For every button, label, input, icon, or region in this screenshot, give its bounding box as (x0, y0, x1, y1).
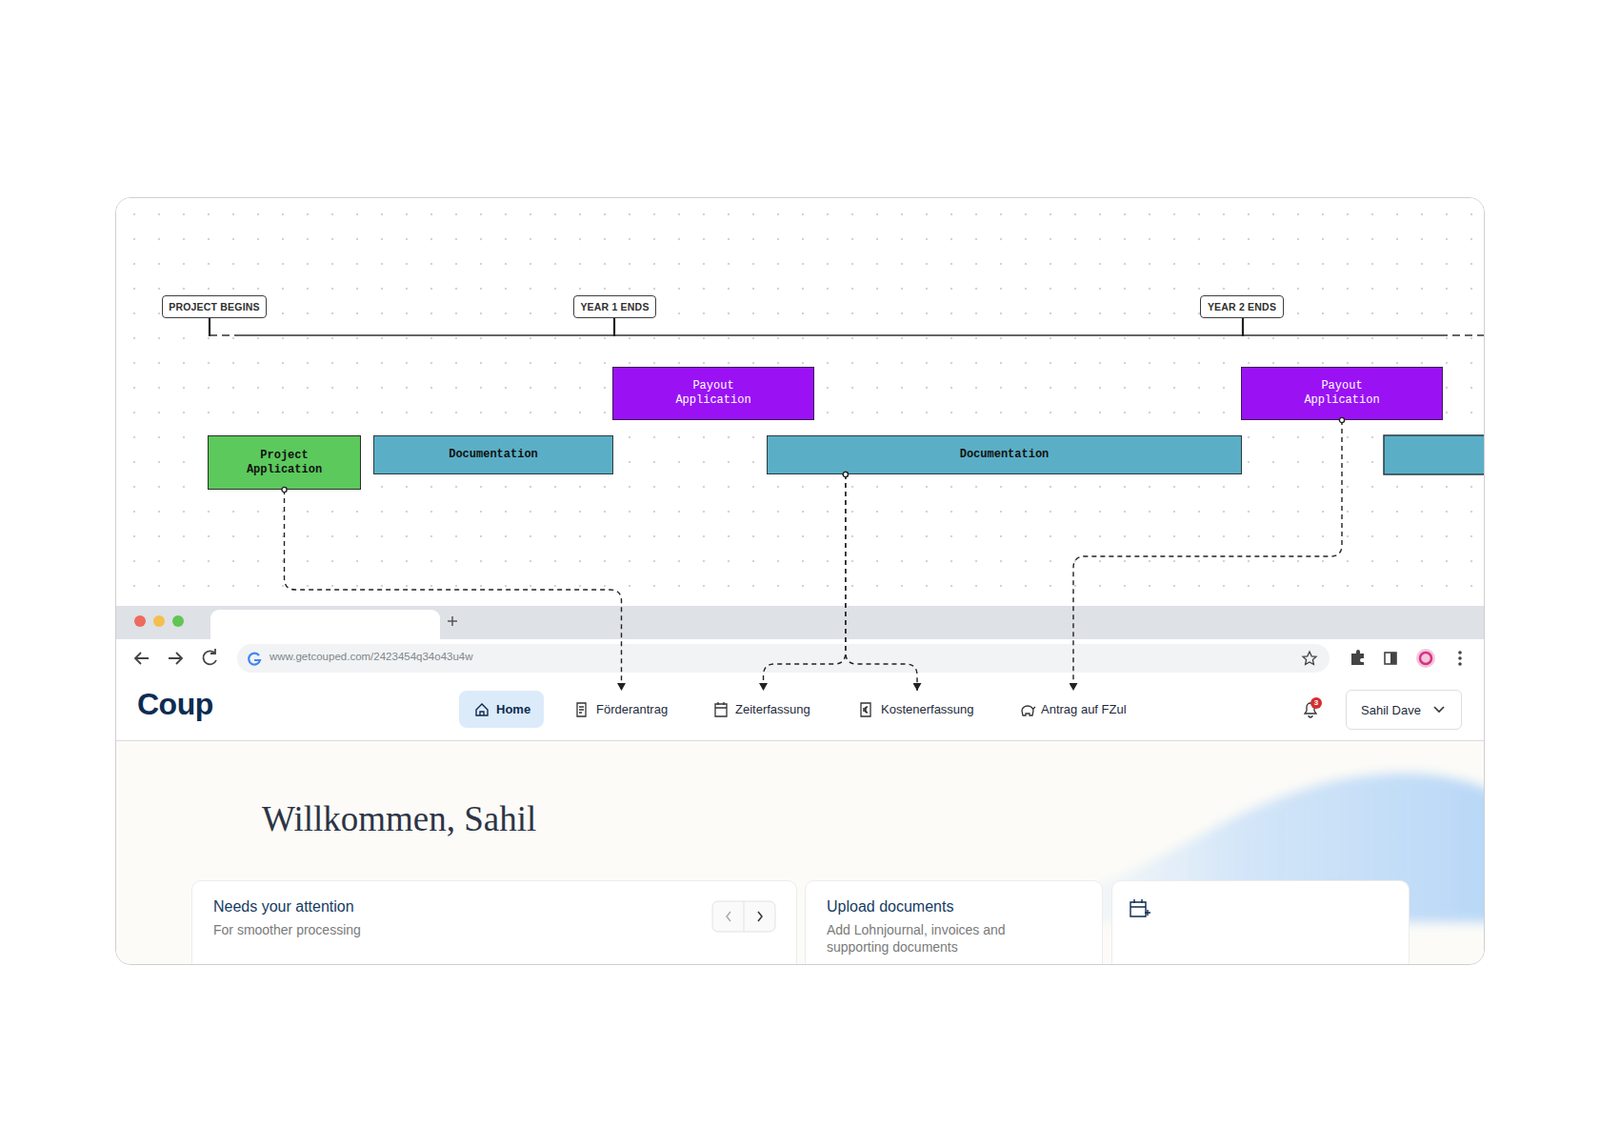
application-box: Project Application (207, 435, 361, 490)
cost-icon (860, 702, 871, 717)
back-icon (135, 652, 149, 664)
dashed-connector (763, 474, 846, 691)
pager-divider (743, 900, 745, 932)
screenshot-frame: PROJECT BEGINS YEAR 1 ENDS YEAR 2 ENDS Payo… (115, 197, 1485, 965)
sidepanel-icon (1384, 652, 1397, 664)
box-label: Documentation (960, 447, 1050, 462)
star-icon (1302, 651, 1317, 665)
window-dot (172, 615, 184, 627)
box-label: YEAR 1 ENDS (580, 300, 649, 313)
url-text: www.getcouped.com/2423454q34o43u4w (269, 650, 474, 662)
user-menu: Sahil Dave (1345, 689, 1462, 730)
calendar-add-icon (1130, 899, 1151, 917)
documentation-bar: Documentation (766, 435, 1242, 475)
window-dot (134, 615, 146, 627)
reload-icon (203, 648, 217, 664)
box-label: Sahil Dave (1360, 702, 1421, 718)
pager-buttons (712, 900, 776, 932)
ui-icons (116, 198, 1485, 965)
milestone-tag: PROJECT BEGINS (161, 295, 267, 319)
dashed-connector (284, 489, 622, 691)
box-label: Payout Application (1300, 379, 1383, 408)
home-icon (476, 703, 488, 716)
forward-icon (168, 652, 182, 664)
form-icon (577, 702, 586, 717)
dashboard-card (1111, 880, 1410, 965)
box-label: Förderantrag (596, 701, 668, 717)
dashboard-card: Upload documentsAdd Lohnjournal, invoice… (804, 880, 1103, 965)
timeline-tick (1241, 318, 1244, 337)
menu-icon (1458, 650, 1462, 655)
timeline-line (209, 334, 240, 337)
timeline-line (1440, 334, 1485, 337)
milestone-tag: YEAR 1 ENDS (573, 295, 657, 319)
nav-item: Zeiterfassung (698, 690, 829, 728)
box-label: Payout Application (672, 379, 755, 408)
card-subtitle: Add Lohnjournal, invoices and supporting… (826, 920, 1027, 956)
dashboard-card: Needs your attentionFor smoother process… (191, 880, 798, 965)
brand-logo: Coup (137, 686, 214, 722)
piggy-icon (1021, 705, 1036, 716)
milestone-tag: YEAR 2 ENDS (1200, 295, 1284, 319)
browser-tab (210, 609, 440, 640)
box-label: Project Application (242, 448, 325, 478)
box-label: Documentation (448, 447, 539, 462)
google-icon (248, 653, 260, 665)
timeline-line (240, 334, 1440, 337)
documentation-bar: Documentation (373, 435, 614, 475)
pager-next (758, 911, 762, 921)
menu-icon (1458, 656, 1462, 660)
timeline-tick (613, 318, 616, 337)
dashed-connector (845, 474, 918, 691)
sidepanel-icon (1390, 652, 1397, 664)
welcome-heading: Willkommen, Sahil (261, 798, 537, 840)
menu-icon (1458, 661, 1462, 666)
box-label: Antrag auf FZul (1040, 701, 1127, 717)
connector-layer (116, 198, 1485, 965)
avatar (1416, 648, 1436, 668)
payout-box: Payout Application (612, 366, 815, 420)
box-label: PROJECT BEGINS (168, 300, 260, 313)
nav-item: Förderantrag (559, 690, 684, 728)
nodes-layer: PROJECT BEGINS YEAR 1 ENDS YEAR 2 ENDS Payo… (116, 198, 1485, 965)
nav-item: Home (459, 690, 544, 728)
box-label: YEAR 2 ENDS (1207, 300, 1277, 313)
box-label: Kostenerfassung (880, 701, 975, 717)
dashed-connector (1073, 420, 1342, 691)
pager-prev (726, 911, 731, 921)
window-dot (153, 615, 165, 627)
card-title: Upload documents (826, 897, 1102, 917)
notification-badge: 3 (1310, 697, 1322, 709)
card-title: Needs your attention (213, 897, 797, 917)
payout-box: Payout Application (1240, 366, 1443, 420)
documentation-bar (1383, 435, 1485, 475)
new-tab-icon (447, 616, 458, 626)
extensions-icon (1351, 649, 1364, 665)
card-subtitle: For smoother processing (213, 920, 414, 939)
box-label: Home (496, 701, 531, 717)
labels-layer: Coup www.getcouped.com/2423454q34o43u4wWi… (116, 198, 1485, 965)
timeline-tick (208, 318, 211, 337)
avatar (1420, 652, 1432, 664)
calendar-icon (715, 701, 727, 717)
nav-item: Antrag auf FZul (1003, 690, 1143, 728)
dropdown-chevron (1434, 706, 1444, 712)
box-label: Zeiterfassung (735, 701, 811, 717)
